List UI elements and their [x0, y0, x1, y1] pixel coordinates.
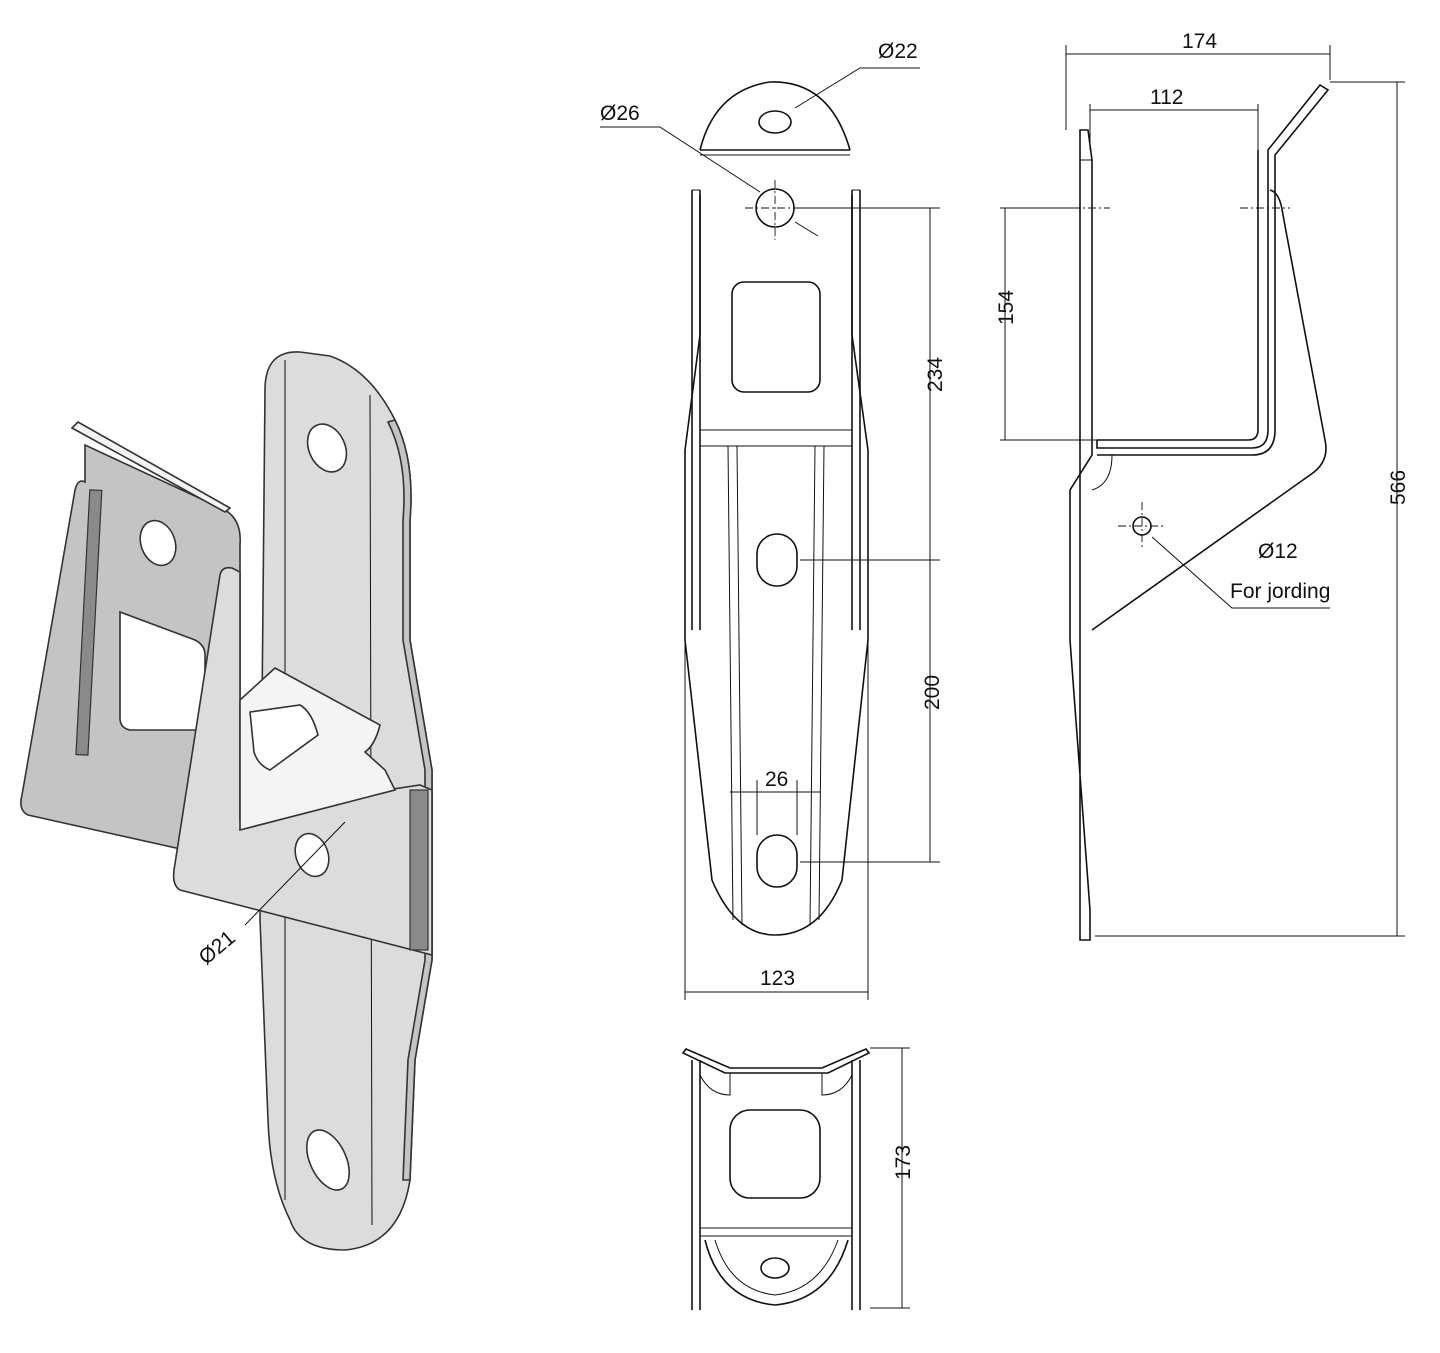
iso-rear-slot — [75, 489, 103, 756]
dim-total-height-label: 566 — [1387, 470, 1410, 505]
dim-hole-top-label: Ø22 — [878, 40, 918, 63]
iso-rear-hole — [139, 519, 177, 567]
iso-front-hole — [294, 832, 330, 878]
dim-spacing-upper-label: 234 — [924, 357, 947, 392]
iso-bottom-hole — [306, 1129, 350, 1191]
bottom-view: 173 — [681, 1047, 915, 1310]
dim-bottom-height-label: 173 — [892, 1145, 915, 1180]
iso-main-plate-edge — [386, 419, 433, 1181]
dim-hole-earth-label: Ø12 — [1258, 540, 1298, 563]
side-main-plate — [1069, 129, 1093, 941]
iso-rear-tab — [70, 421, 232, 513]
iso-front-plate — [172, 566, 433, 957]
front-middle-slot — [756, 533, 798, 587]
earth-note-label: For jording — [1230, 580, 1330, 603]
dim-slot-width-label: 26 — [765, 768, 788, 791]
front-window — [731, 281, 821, 393]
isometric-view: Ø21 — [20, 351, 433, 1251]
front-view: Ø22 Ø26 234 200 26 123 — [600, 40, 947, 1000]
dim-side-bracket-label: 154 — [995, 290, 1018, 325]
dim-side-total-label: 174 — [1182, 30, 1217, 53]
dim-spacing-lower-label: 200 — [921, 675, 944, 710]
iso-top-hole — [306, 423, 348, 473]
front-lower-slot — [756, 834, 798, 888]
iso-front-slot — [409, 789, 429, 951]
dim-side-inner-label: 112 — [1150, 86, 1183, 109]
dim-hole-iso-label: Ø21 — [195, 926, 240, 969]
front-top-hole — [758, 110, 792, 134]
iso-shelf-window — [249, 704, 319, 771]
side-gusset — [1091, 189, 1327, 631]
dim-front-width-label: 123 — [760, 967, 795, 990]
front-main-plate — [684, 195, 869, 936]
front-top-arch — [699, 81, 851, 151]
bottom-hole — [760, 1257, 790, 1279]
dim-hole-upper-label: Ø26 — [600, 102, 640, 125]
bottom-arch — [704, 1239, 849, 1306]
bottom-window — [729, 1109, 821, 1199]
side-bracket — [1096, 83, 1330, 456]
side-view: Ø12 For jording 174 112 154 566 — [995, 30, 1410, 941]
